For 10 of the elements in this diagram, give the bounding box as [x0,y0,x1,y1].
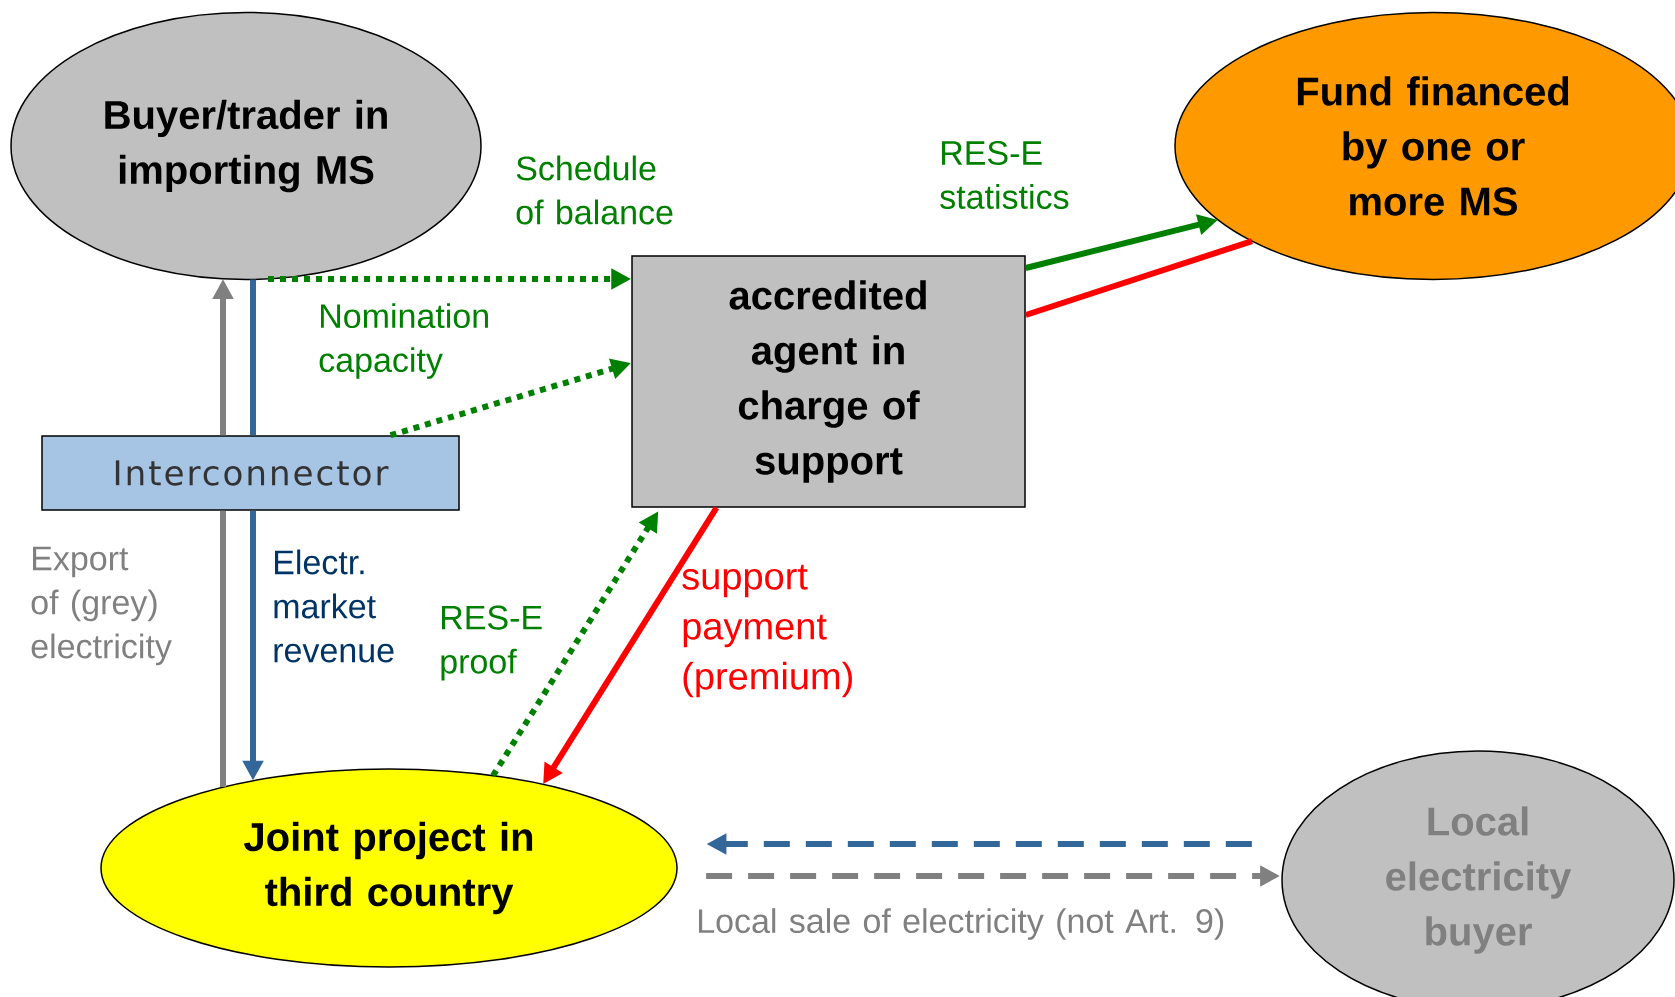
edge-label: RES-E proof [441,605,542,681]
edge-label: Electr. market revenue [274,549,394,663]
edge-label: Export of (grey) electricity [31,546,172,666]
edge-label: Nomination capacity [319,303,488,379]
edge-label: RES-E statistics [940,140,1069,210]
edge-label: support payment (premium) [682,564,852,698]
edge-label: Schedule of balance [516,155,673,225]
process-box: Interconnector [41,435,460,511]
edge-label: Local sale of electricity (not Art. 9) [699,908,1224,940]
process-box: accredited agent in charge of support [631,255,1026,508]
